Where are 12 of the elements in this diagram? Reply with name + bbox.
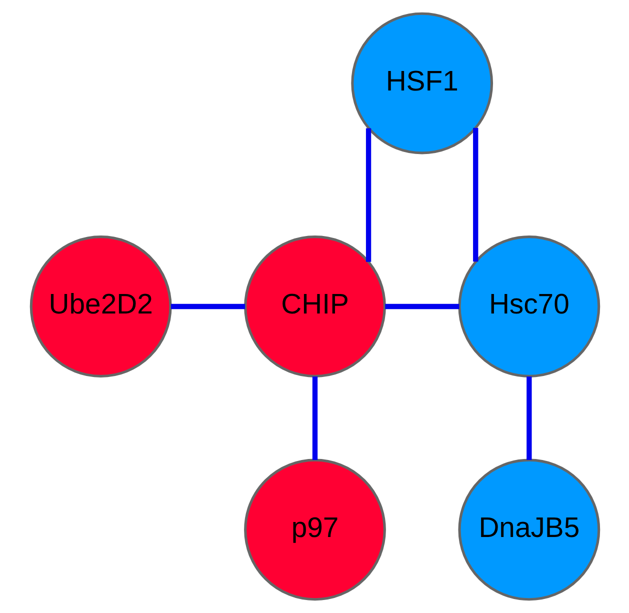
node-circle: HSF1	[350, 12, 493, 154]
node-circle: DnaJB5	[458, 458, 600, 601]
node-circle: Hsc70	[458, 236, 600, 378]
node-circle: Ube2D2	[29, 236, 172, 378]
connector	[472, 128, 478, 262]
connector	[170, 304, 245, 310]
node-circle: p97	[244, 458, 386, 601]
connector	[312, 376, 318, 460]
node-circle: CHIP	[244, 236, 386, 378]
connector	[526, 376, 532, 460]
connector	[365, 128, 371, 262]
connector	[384, 304, 459, 310]
